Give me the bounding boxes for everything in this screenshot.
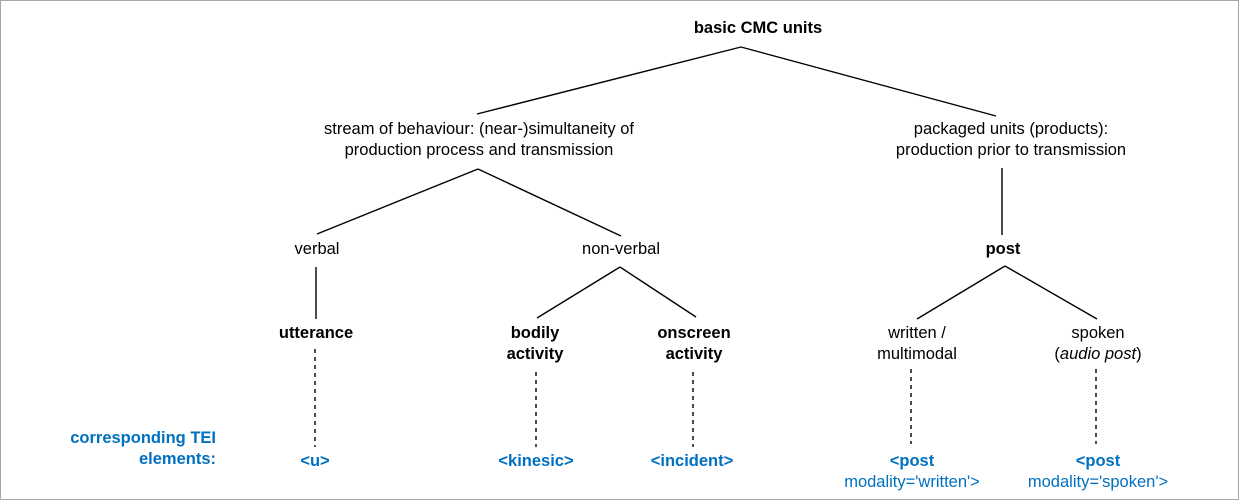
node-utterance-label: utterance <box>278 324 354 342</box>
node-onscreen-activity: onscreen activity <box>657 323 730 365</box>
node-spoken-paren-open: ( <box>1054 345 1060 363</box>
edge-post-to-spoken <box>1004 265 1098 320</box>
node-post-label: post <box>985 240 1021 258</box>
node-utterance: utterance <box>279 323 353 344</box>
node-written-line-2: multimodal <box>877 345 957 363</box>
node-spoken-line-1: spoken <box>1071 324 1125 342</box>
node-bodily-activity: bodily activity <box>507 323 564 365</box>
node-spoken-line-2: (audio post) <box>1054 344 1141 365</box>
tei-post-written-line-2: modality='written'> <box>844 473 980 491</box>
node-verbal-label: verbal <box>294 240 340 258</box>
node-bodily-line-2: activity <box>506 345 564 363</box>
tei-element-u-label: <u> <box>300 452 330 470</box>
tei-post-spoken-line-1: <post <box>1075 452 1121 470</box>
edge-stream-to-verbal <box>316 168 479 235</box>
edge-stream-to-nonverbal <box>477 168 622 237</box>
node-bodily-line-1: bodily <box>510 324 560 342</box>
node-stream-line-1: stream of behaviour: (near-)simultaneity… <box>324 120 634 138</box>
node-verbal: verbal <box>295 239 340 260</box>
node-stream-line-2: production process and transmission <box>344 141 614 159</box>
node-spoken-paren-close: ) <box>1136 345 1142 363</box>
tei-element-post-written: <post modality='written'> <box>844 451 980 493</box>
tei-element-kinesic: <kinesic> <box>498 451 573 472</box>
node-packaged-units: packaged units (products): production pr… <box>896 119 1126 161</box>
tei-element-kinesic-label: <kinesic> <box>498 452 574 470</box>
node-stream-of-behaviour: stream of behaviour: (near-)simultaneity… <box>324 119 634 161</box>
node-onscreen-line-2: activity <box>665 345 723 363</box>
node-written-multimodal: written / multimodal <box>877 323 957 365</box>
node-spoken-audio-post: spoken (audio post) <box>1054 323 1141 365</box>
tei-post-spoken-line-2: modality='spoken'> <box>1027 473 1169 491</box>
node-root-label: basic CMC units <box>693 19 823 37</box>
node-onscreen-line-1: onscreen <box>657 324 731 342</box>
node-post: post <box>986 239 1021 260</box>
edge-post-to-written <box>916 265 1006 320</box>
tei-element-post-spoken: <post modality='spoken'> <box>1028 451 1168 493</box>
edge-nonverbal-to-bodily <box>536 266 621 319</box>
tei-element-u: <u> <box>300 451 329 472</box>
node-written-line-1: written / <box>888 324 946 342</box>
edge-root-to-packaged <box>740 46 997 117</box>
node-non-verbal-label: non-verbal <box>582 240 660 258</box>
node-non-verbal: non-verbal <box>582 239 660 260</box>
tei-post-written-line-1: <post <box>889 452 935 470</box>
tei-legend-line-1: corresponding TEI <box>70 429 216 447</box>
tei-legend-line-2: elements: <box>138 450 216 468</box>
node-root: basic CMC units <box>694 18 822 39</box>
tei-legend-label: corresponding TEI elements: <box>26 428 216 470</box>
edge-nonverbal-to-onscreen <box>619 266 697 318</box>
node-packaged-line-1: packaged units (products): <box>913 120 1109 138</box>
edge-root-to-stream <box>476 46 742 115</box>
tei-element-incident: <incident> <box>651 451 734 472</box>
node-spoken-audio-post-italic: audio post <box>1059 345 1137 363</box>
node-packaged-line-2: production prior to transmission <box>895 141 1127 159</box>
tei-element-incident-label: <incident> <box>650 452 734 470</box>
